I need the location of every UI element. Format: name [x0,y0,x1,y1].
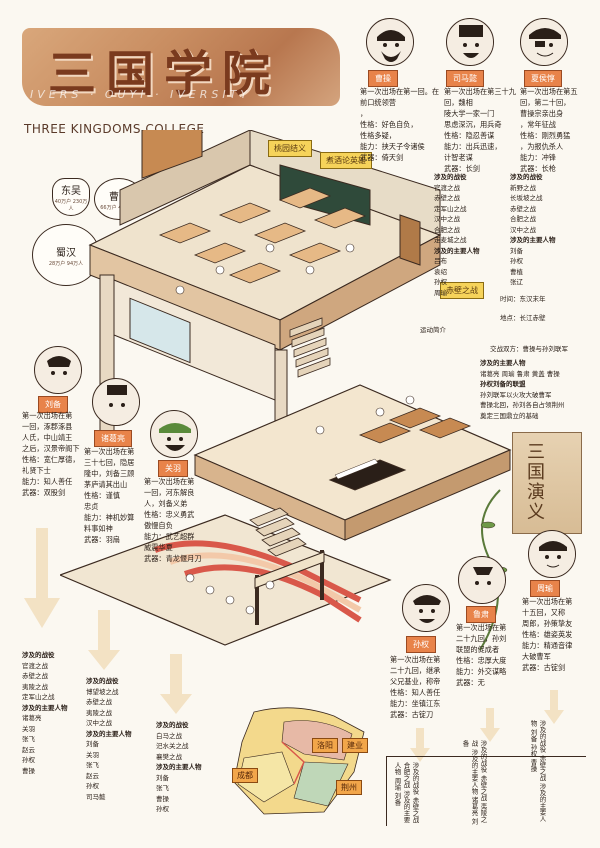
avatar-lusu [458,556,506,604]
down-arrow-5-icon [480,708,500,742]
battle-block: 时间：东汉末年 地点：长江赤壁 运动简介 交战双方：曹操与孙刘联军 涉及的主要人… [420,295,568,420]
bottom-list-3: 涉及的战役 白马之战 汜水关之战 襄樊之战 涉及的主要人物 刘备 张飞 曹操 孙… [156,721,202,813]
down-arrow-2-icon [88,610,120,670]
bio-guanyu: 第一次出场在第 一回，河东解良 人，刘备义弟 性格：忠义勇武 傲慢自负 能力：武… [144,477,202,563]
sidebar-list-right: 涉及的战役 新野之战 长坂坡之战 赤壁之战 合肥之战 汉中之战 涉及的主要人物 … [510,173,556,286]
avatar-liubei [34,346,82,394]
bio-zhugeliang: 第一次出场在第 三十七回，隐居 隆中，刘备三顾 茅庐请其出山 性格：谨慎 忠贞 … [84,447,135,544]
down-arrow-1-icon [24,528,60,628]
scene-tag-chibi: 赤壁之战 [440,282,484,299]
avatar-zhugeliang [92,378,140,426]
bio-caocao: 第一次出场在第一回。在前口统领营 ， 性格：好色自负， 性格多疑， 能力：挟天子… [360,87,440,162]
three-kingdoms-map [224,702,374,820]
avatar-zhouyu [528,530,576,578]
vlist-3: 涉及的战役 赤壁之战 涉及的主要人物 刘备 孙权 曹操 [529,720,546,822]
bio-xiahoudun: 第一次出场在第五 回，第二十回， 曹操宗亲出身 ，常年征战 性格：刚烈勇猛 ，为… [520,87,578,173]
map-tag-jianye: 建业 [342,738,368,753]
bottom-list-2: 涉及的战役 博望坡之战 赤壁之战 夷陵之战 汉中之战 涉及的主要人物 刘备 关羽… [86,677,132,801]
sidebar-list-left: 涉及的战役 官渡之战 赤壁之战 定军山之战 汉中之战 合肥之战 走麦城之战 涉及… [434,173,480,297]
bio-lusu: 第一次出场在第 二十九回，孙刘 联盟的促成者 性格：忠厚大度 能力：外交谋略 武… [456,623,507,687]
name-caocao: 曹操 [368,70,398,87]
title-banner: 三国学院 IVERS · OUYI · IVERSITY [22,28,340,106]
name-zhouyu: 周瑜 [530,580,560,597]
name-guanyu: 关羽 [158,460,188,477]
bio-simayi: 第一次出场在第三十九回，魏相 陵大学一家一门 思虑深沉，用兵奇 性格：隐忍善谋 … [444,87,516,173]
scene-tag-board-right: 煮酒论英雄 [320,152,372,169]
name-lusu: 鲁肃 [466,606,496,623]
bio-sunquan: 第一次出场在第 二十九回，继承 父兄基业，称帝 性格：知人善任 能力：坐镇江东 … [390,655,441,719]
population-wu: 东吴 40万户 230万人 [52,178,90,216]
vlist-frame [386,756,586,826]
map-tag-luoyang: 洛阳 [312,738,338,753]
map-tag-xiangyang: 荆州 [336,780,362,795]
bottom-list-1: 涉及的战役 官渡之战 赤壁之战 夷陵之战 定军山之战 涉及的主要人物 诸葛亮 关… [22,651,68,775]
name-simayi: 司马懿 [446,70,484,87]
map-tag-chengdu: 成都 [232,768,258,783]
down-arrow-3-icon [160,654,192,714]
name-sunquan: 孙权 [406,636,436,653]
population-shu: 蜀汉 28万户 94万人 [32,224,100,286]
avatar-caocao [366,18,414,66]
name-zhugeliang: 诸葛亮 [94,430,132,447]
down-arrow-4-icon [410,728,430,762]
bio-zhouyu: 第一次出场在第 十五回，又称 周郎，孙策挚友 性格：雄姿英发 能力：精通音律 大… [522,597,573,672]
romance-book: 三国演义 [512,432,582,534]
name-xiahoudun: 夏侯惇 [524,70,562,87]
avatar-sunquan [402,584,450,632]
bio-liubei: 第一次出场在第 一回，涿郡涿县 人氏，中山靖王 之后，汉景帝阁下 性格：宽仁厚德… [22,411,80,497]
avatar-guanyu [150,410,198,458]
down-arrow-6-icon [544,690,564,724]
name-liubei: 刘备 [38,396,68,413]
avatar-simayi [446,18,494,66]
scene-tag-board-left: 桃园结义 [268,140,312,157]
banner-ghost-text: IVERS · OUYI · IVERSITY [30,88,252,101]
page-title: 三国学院 [48,46,281,102]
avatar-xiahoudun [520,18,568,66]
vlist-1: 涉及的战役 赤壁之战 合肥之战 涉及的主要人物 周瑜 刘备 [393,762,419,823]
vlist-2: 涉及的战役 赤壁之战 夷陵之战 涉及的主要人物 诸葛亮 刘备 [461,740,487,825]
